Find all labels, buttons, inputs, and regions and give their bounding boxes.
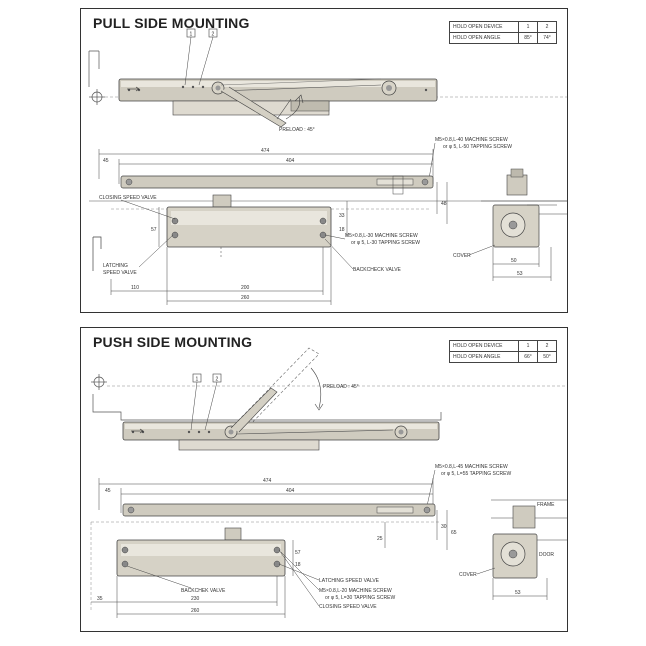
- side-view-closer: [491, 499, 567, 579]
- top-arm-assembly: [122, 387, 440, 451]
- callout-1: 1: [184, 28, 196, 86]
- hold-open-angle-label: HOLD OPEN ANGLE: [449, 32, 519, 44]
- dimension-260: 260: [241, 295, 250, 301]
- callout-1: 1: [190, 373, 202, 431]
- push-side-panel: PUSH SIDE MOUNTING HOLD OPEN DEVICE 1 2 …: [80, 327, 568, 632]
- door-label: DOOR: [539, 552, 554, 558]
- table-row: HOLD OPEN ANGLE 66° 50°: [449, 351, 557, 363]
- dimension-474: 474: [261, 148, 270, 154]
- callout-1-label: 1: [196, 377, 199, 383]
- bottom-dimension-lines: [110, 247, 332, 305]
- screw-note-top-2: or φ 5, L-50 TAPPING SCREW: [443, 144, 512, 150]
- table-row: HOLD OPEN ANGLE 85° 74°: [449, 32, 557, 44]
- callout-2-label: 2: [212, 32, 215, 38]
- dimension-25: 25: [377, 536, 383, 542]
- dimension-33: 33: [339, 213, 345, 219]
- closing-speed-valve-label: CLOSING SPEED VALVE: [319, 604, 377, 610]
- push-hold-open-table: HOLD OPEN DEVICE 1 2 HOLD OPEN ANGLE 66°…: [449, 340, 557, 363]
- dimension-45: 45: [105, 488, 111, 494]
- top-arm-assembly: [118, 78, 438, 128]
- door-jamb: [92, 236, 102, 271]
- dimension-260: 260: [191, 608, 200, 614]
- preload-label: PRELOAD : 45°: [323, 384, 359, 390]
- open-arm-ghost: [230, 347, 320, 435]
- closing-speed-valve-label: CLOSING SPEED VALVE: [99, 195, 157, 201]
- screw-note-body-1: M5×0.8,L-20 MACHINE SCREW: [319, 588, 392, 594]
- front-arm: [120, 175, 434, 195]
- frame-label: FRAME: [537, 502, 555, 508]
- pull-side-panel: PULL SIDE MOUNTING HOLD OPEN DEVICE 1 2 …: [80, 8, 568, 313]
- callout-2-label: 2: [216, 377, 219, 383]
- hinge-circle-icon: [91, 374, 107, 390]
- callout-1-label: 1: [190, 32, 193, 38]
- closer-body: [116, 527, 286, 577]
- hold-open-angle-label: HOLD OPEN ANGLE: [449, 351, 519, 363]
- dimension-200: 200: [241, 285, 250, 291]
- dimension-230: 230: [191, 596, 200, 602]
- closer-body: [166, 194, 332, 257]
- side-dimension-lines: [492, 247, 552, 281]
- callout-2: 2: [198, 28, 218, 86]
- side-dimension-lines: [492, 578, 548, 600]
- vertical-dimensions: [158, 182, 448, 247]
- pull-side-drawing: 1 2 PRELOAD : 45° M5×0.8,L-40 MACHINE SC…: [88, 28, 567, 305]
- dimension-474: 474: [263, 478, 272, 484]
- table-row: HOLD OPEN DEVICE 1 2: [449, 21, 557, 33]
- bottom-dimension-lines: [91, 576, 286, 618]
- dimension-18: 18: [339, 227, 345, 233]
- dimension-lines-top: [98, 149, 434, 184]
- backcheck-valve-label: BACKCHECK VALVE: [353, 267, 402, 273]
- screw-note-body-2: or φ 5, L=30 TAPPING SCREW: [325, 595, 395, 601]
- pull-side-title: PULL SIDE MOUNTING: [93, 15, 250, 31]
- dimension-48: 48: [441, 201, 447, 207]
- push-side-drawing: PRELOAD : 45° 1 2: [90, 347, 567, 618]
- screw-note-body-2: or φ 5, L-30 TAPPING SCREW: [351, 240, 420, 246]
- side-view-closer: [481, 168, 567, 248]
- screw-note-body-1: M5×0.8,L-30 MACHINE SCREW: [345, 233, 418, 239]
- dimension-404: 404: [286, 158, 295, 164]
- cover-label: COVER: [459, 572, 477, 578]
- vertical-dimensions: [292, 510, 448, 576]
- door-frame: [88, 50, 100, 87]
- preload-label: PRELOAD : 45°: [279, 127, 315, 133]
- push-side-title: PUSH SIDE MOUNTING: [93, 334, 253, 350]
- hinge-circle-icon: [89, 89, 105, 105]
- dimension-404: 404: [286, 488, 295, 494]
- front-arm: [122, 503, 436, 517]
- angle-2-cell: 74°: [537, 32, 557, 44]
- cover-label: COVER: [453, 253, 471, 259]
- dimension-110: 110: [131, 285, 139, 291]
- latching-speed-valve-label: LATCHING SPEED VALVE: [319, 578, 380, 584]
- callout-2: 2: [204, 373, 222, 431]
- dimension-30: 30: [441, 524, 447, 530]
- pull-hold-open-table: HOLD OPEN DEVICE 1 2 HOLD OPEN ANGLE 85°…: [449, 21, 557, 44]
- dimension-50: 50: [511, 258, 517, 264]
- angle-2-cell: 50°: [537, 351, 557, 363]
- backcheck-valve-label: BACKCHEK VALVE: [181, 588, 226, 594]
- screw-note-top-2: or φ 5, L=55 TAPPING SCREW: [441, 471, 511, 477]
- dimension-18: 18: [295, 562, 301, 568]
- dimension-53: 53: [517, 271, 523, 277]
- dimension-35: 35: [97, 596, 103, 602]
- screw-note-top-1: M5×0.8,L-45 MACHINE SCREW: [435, 464, 508, 470]
- latching-label-2: SPEED VALVE: [103, 270, 137, 276]
- dimension-lines-top: [98, 478, 434, 513]
- dimension-53: 53: [515, 590, 521, 596]
- dimension-57: 57: [295, 550, 301, 556]
- screw-note-top-1: M5×0.8,L-40 MACHINE SCREW: [435, 137, 508, 143]
- dimension-45: 45: [103, 158, 109, 164]
- latching-label-1: LATCHING: [103, 263, 128, 269]
- dimension-57: 57: [151, 227, 157, 233]
- dimension-65: 65: [451, 530, 457, 536]
